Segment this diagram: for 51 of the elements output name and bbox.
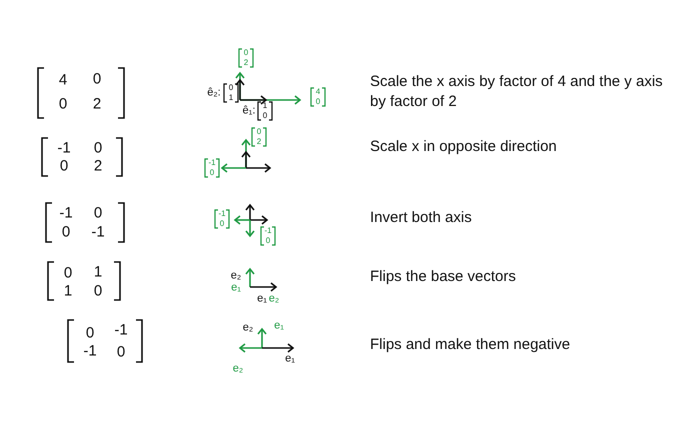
matrix-entry: 0	[58, 96, 68, 112]
matrix-entry: -1	[57, 140, 71, 156]
basis-label: e₁	[285, 354, 295, 364]
vector-entry: 0	[228, 84, 234, 92]
matrix-entry: 0	[94, 140, 102, 156]
vector-entry: 0	[256, 128, 262, 136]
description-text: Scale the x axis by factor of 4 and the y axis by factor of 2	[370, 72, 664, 112]
matrix-entry: -1	[59, 206, 73, 220]
basis-label: e₂	[242, 322, 254, 334]
matrix-entry: 0	[92, 72, 102, 86]
vector-entry: 1	[228, 94, 234, 102]
matrix-entry: -1	[91, 224, 105, 240]
matrix-entry: 1	[94, 264, 102, 280]
basis-label: e₂	[268, 294, 280, 304]
description-text: Flips and make them negative	[370, 335, 572, 355]
matrix-entry: 0	[60, 158, 68, 174]
description-text: Scale x in opposite direction	[370, 137, 558, 157]
matrix-entry: 1	[64, 284, 72, 298]
basis-label: ê₁:	[242, 106, 256, 116]
matrix-entry: -1	[114, 322, 128, 338]
matrix-entry: 0	[62, 224, 70, 240]
matrix-entry: 0	[94, 284, 102, 298]
matrix-entry: 2	[92, 96, 102, 112]
vector-entry: 4	[316, 88, 320, 96]
basis-label: e₂	[230, 270, 242, 282]
vector-entry: 2	[256, 138, 262, 146]
vector-entry: 2	[244, 59, 248, 67]
basis-label: e₁	[231, 282, 241, 294]
description-text: Invert both axis	[370, 208, 473, 228]
matrix-entry: 0	[94, 206, 102, 220]
matrix-entry: 4	[58, 72, 68, 88]
vector-entry: 1	[262, 102, 268, 110]
vector-entry: 0	[244, 49, 248, 57]
matrix-entry: 0	[64, 266, 72, 280]
vector-entry: 0	[316, 98, 320, 106]
vector-entry: 0	[262, 112, 268, 120]
basis-label: e₁	[257, 294, 267, 304]
matrix-entry: -1	[83, 344, 97, 358]
matrix-entry: 0	[116, 344, 126, 360]
basis-label: ê₂:	[207, 88, 221, 98]
vector-entry: -1	[208, 159, 216, 167]
basis-label: e₁	[274, 320, 284, 332]
vector-entry: 0	[210, 169, 214, 177]
vector-entry: -1	[264, 227, 272, 235]
basis-label: e₂	[232, 364, 244, 374]
vector-entry: -1	[218, 210, 226, 218]
vector-entry: 0	[266, 237, 270, 245]
matrix-entry: 2	[94, 158, 102, 174]
matrix-entry: 0	[86, 326, 94, 340]
vector-entry: 0	[220, 220, 224, 228]
description-text: Flips the base vectors	[370, 267, 517, 287]
